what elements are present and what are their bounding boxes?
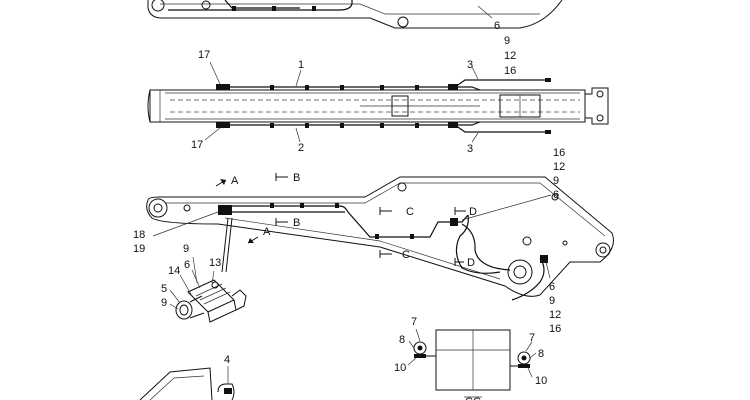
callout-2: 2 bbox=[298, 142, 304, 154]
section-marker-a-bottom: A bbox=[247, 226, 271, 244]
svg-text:D: D bbox=[469, 206, 477, 218]
callout-10: 10 bbox=[394, 362, 406, 374]
callout-1: 1 bbox=[298, 59, 304, 71]
callout-9: 9 bbox=[504, 35, 510, 47]
callout-4: 4 bbox=[224, 354, 230, 366]
boom-side-view: A B C D B A C bbox=[133, 147, 614, 335]
svg-text:B: B bbox=[293, 172, 300, 184]
callout-17: 17 bbox=[198, 49, 210, 61]
callout-19: 19 bbox=[133, 243, 145, 255]
top-boom-side-view: 6 9 12 16 bbox=[147, 0, 563, 77]
section-cc-view: 7 8 10 7 8 10 CC bbox=[394, 316, 547, 400]
callout-12: 12 bbox=[553, 161, 565, 173]
section-marker-c-top: C bbox=[379, 206, 414, 218]
callout-13: 13 bbox=[209, 257, 221, 269]
callout-7: 7 bbox=[411, 316, 417, 328]
callout-9: 9 bbox=[549, 295, 555, 307]
callout-9: 9 bbox=[161, 297, 167, 309]
callout-8: 8 bbox=[538, 348, 544, 360]
section-marker-a-top: A bbox=[215, 175, 239, 187]
boom-top-view: 17 1 3 17 2 3 bbox=[147, 49, 609, 155]
callout-5: 5 bbox=[161, 283, 167, 295]
callout-6: 6 bbox=[494, 20, 500, 32]
section-marker-d-bottom: D bbox=[454, 257, 475, 269]
callout-16: 16 bbox=[504, 65, 516, 77]
callout-6: 6 bbox=[553, 189, 559, 201]
callout-12: 12 bbox=[549, 309, 561, 321]
callout-18: 18 bbox=[133, 229, 145, 241]
callout-3: 3 bbox=[467, 59, 473, 71]
callout-10: 10 bbox=[535, 375, 547, 387]
svg-text:A: A bbox=[231, 175, 239, 187]
callout-17: 17 bbox=[191, 139, 203, 151]
callout-12: 12 bbox=[504, 50, 516, 62]
section-marker-b-bottom: B bbox=[275, 217, 300, 229]
svg-text:C: C bbox=[402, 249, 410, 261]
callout-8: 8 bbox=[399, 334, 405, 346]
section-marker-c-bottom: C bbox=[379, 249, 410, 261]
callout-6: 6 bbox=[549, 281, 555, 293]
callout-9: 9 bbox=[183, 243, 189, 255]
svg-text:A: A bbox=[263, 226, 271, 238]
callout-16: 16 bbox=[549, 323, 561, 335]
section-marker-d-top: D bbox=[454, 206, 477, 218]
section-marker-b-top: B bbox=[275, 172, 300, 184]
callout-6: 6 bbox=[184, 259, 190, 271]
callout-3: 3 bbox=[467, 143, 473, 155]
fitting-detail: 9 6 14 13 5 9 bbox=[161, 243, 247, 323]
svg-text:C: C bbox=[406, 206, 414, 218]
callout-16: 16 bbox=[553, 147, 565, 159]
svg-text:B: B bbox=[293, 217, 300, 229]
callout-14: 14 bbox=[168, 265, 180, 277]
callout-9: 9 bbox=[553, 175, 559, 187]
bottom-left-detail: 4 bbox=[139, 354, 235, 400]
section-cc-label: CC bbox=[465, 396, 481, 400]
callout-7: 7 bbox=[529, 332, 535, 344]
svg-text:D: D bbox=[467, 257, 475, 269]
